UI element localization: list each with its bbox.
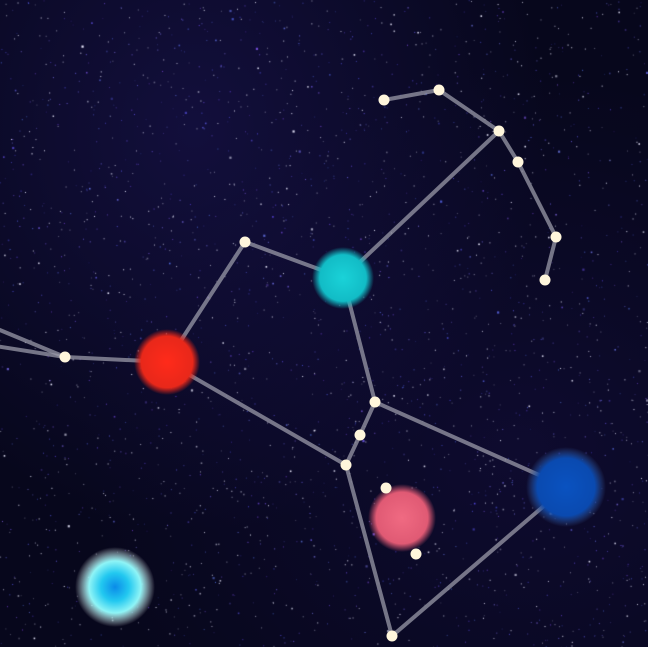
star-node[interactable] [550, 231, 562, 243]
star-node[interactable] [59, 351, 71, 363]
star-nodes [59, 84, 562, 642]
cyan-orb[interactable] [312, 247, 374, 309]
constellation-link [437, 88, 501, 133]
constellation-link [543, 235, 558, 282]
constellation-link [344, 463, 394, 638]
star-node[interactable] [493, 125, 505, 137]
constellation-link [341, 129, 501, 280]
pink-orb[interactable] [368, 484, 436, 552]
aqua-orb[interactable] [75, 547, 155, 627]
orb-layer [75, 247, 606, 627]
constellation-link [0, 327, 67, 359]
constellation-link [0, 344, 67, 359]
constellation-link [358, 400, 377, 437]
star-node[interactable] [239, 236, 251, 248]
star-node[interactable] [433, 84, 445, 96]
red-orb[interactable] [134, 329, 200, 395]
constellation-link [497, 129, 520, 164]
constellation-links [0, 88, 568, 638]
constellation-link [165, 360, 348, 467]
constellation-link [382, 88, 441, 102]
star-node[interactable] [539, 274, 551, 286]
star-node[interactable] [386, 630, 398, 642]
star-node[interactable] [380, 482, 392, 494]
constellation-link [516, 160, 558, 239]
star-node[interactable] [340, 459, 352, 471]
blue-orb[interactable] [526, 447, 606, 527]
constellation-link [344, 433, 362, 467]
star-node[interactable] [410, 548, 422, 560]
star-node[interactable] [369, 396, 381, 408]
star-node[interactable] [378, 94, 390, 106]
star-node[interactable] [512, 156, 524, 168]
star-node[interactable] [354, 429, 366, 441]
